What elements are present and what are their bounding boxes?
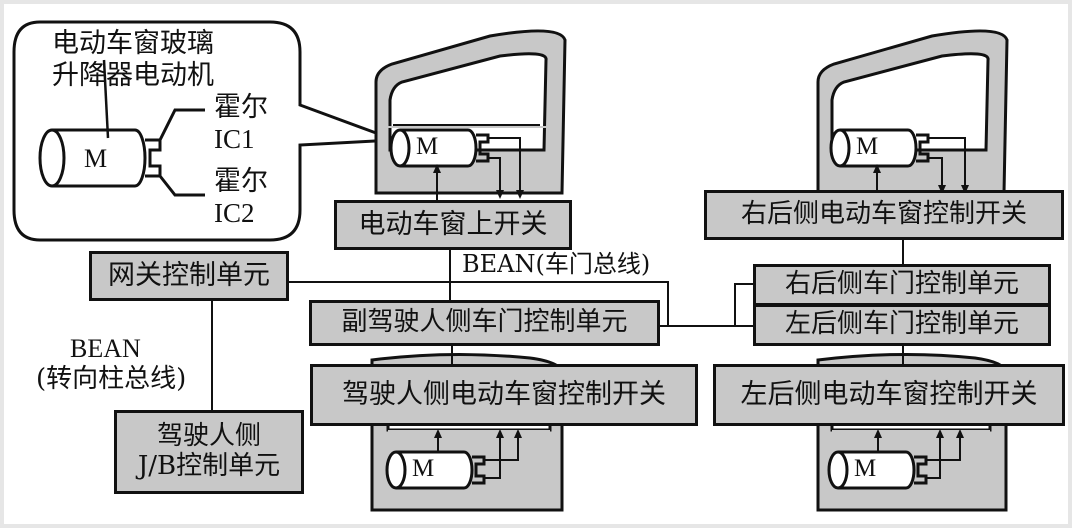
passenger-window-up-switch-box: 电动车窗上开关 (334, 200, 572, 250)
wires-rear-right (873, 137, 969, 194)
driver-jb-ecu-line2: J/B控制单元 (137, 451, 281, 481)
hall-ic2-label-line2: IC2 (214, 198, 255, 228)
door-rear-right (816, 29, 1009, 195)
bus-lines (211, 238, 904, 412)
rear-right-door-ecu-box: 右后侧车门控制单元 (753, 264, 1051, 306)
hall-ic1-label-line1: 霍尔 (214, 92, 268, 123)
rear-left-door-ecu-box: 左后侧车门控制单元 (753, 304, 1051, 346)
callout-motor-icon (38, 108, 205, 197)
motor-front-right (389, 128, 490, 168)
driver-jb-ecu-box: 驾驶人侧 J/B控制单元 (114, 410, 304, 494)
steering-bus-label-line1: BEAN (70, 334, 141, 363)
wires-front-right (433, 137, 524, 203)
callout-title-line1: 电动车窗玻璃 (52, 28, 214, 59)
callout-motor-letter: M (84, 144, 108, 173)
motor-letter-driver: M (412, 455, 435, 482)
driver-jb-ecu-line1: 驾驶人侧 (156, 421, 261, 452)
callout-title-line2: 升降器电动机 (52, 60, 214, 91)
motor-rear-left (827, 450, 928, 490)
wires-driver (434, 429, 522, 479)
door-front-right (374, 29, 567, 195)
gateway-ecu-box: 网关控制单元 (89, 251, 289, 301)
motor-driver (385, 450, 486, 490)
driver-window-switch-box: 驾驶人侧电动车窗控制开关 (310, 364, 698, 426)
passenger-door-ecu-box: 副驾驶人侧车门控制单元 (309, 300, 660, 346)
rear-left-window-switch-box: 左后侧电动车窗控制开关 (713, 364, 1065, 426)
motor-rear-right (829, 128, 930, 168)
steering-bus-label-line2: (转向柱总线) (36, 364, 187, 394)
motor-letter-rear-right: M (856, 133, 879, 160)
motor-letter-front-right: M (416, 133, 439, 160)
callout-pointer (102, 59, 110, 139)
hall-ic1-label-line2: IC1 (214, 124, 255, 154)
motor-letter-rear-left: M (854, 455, 877, 482)
hall-ic2-label-line1: 霍尔 (214, 166, 268, 197)
rear-right-window-switch-box: 右后侧电动车窗控制开关 (704, 190, 1064, 240)
door-bus-label: BEAN(车门总线) (462, 250, 651, 278)
wires-rear-left (874, 429, 964, 479)
